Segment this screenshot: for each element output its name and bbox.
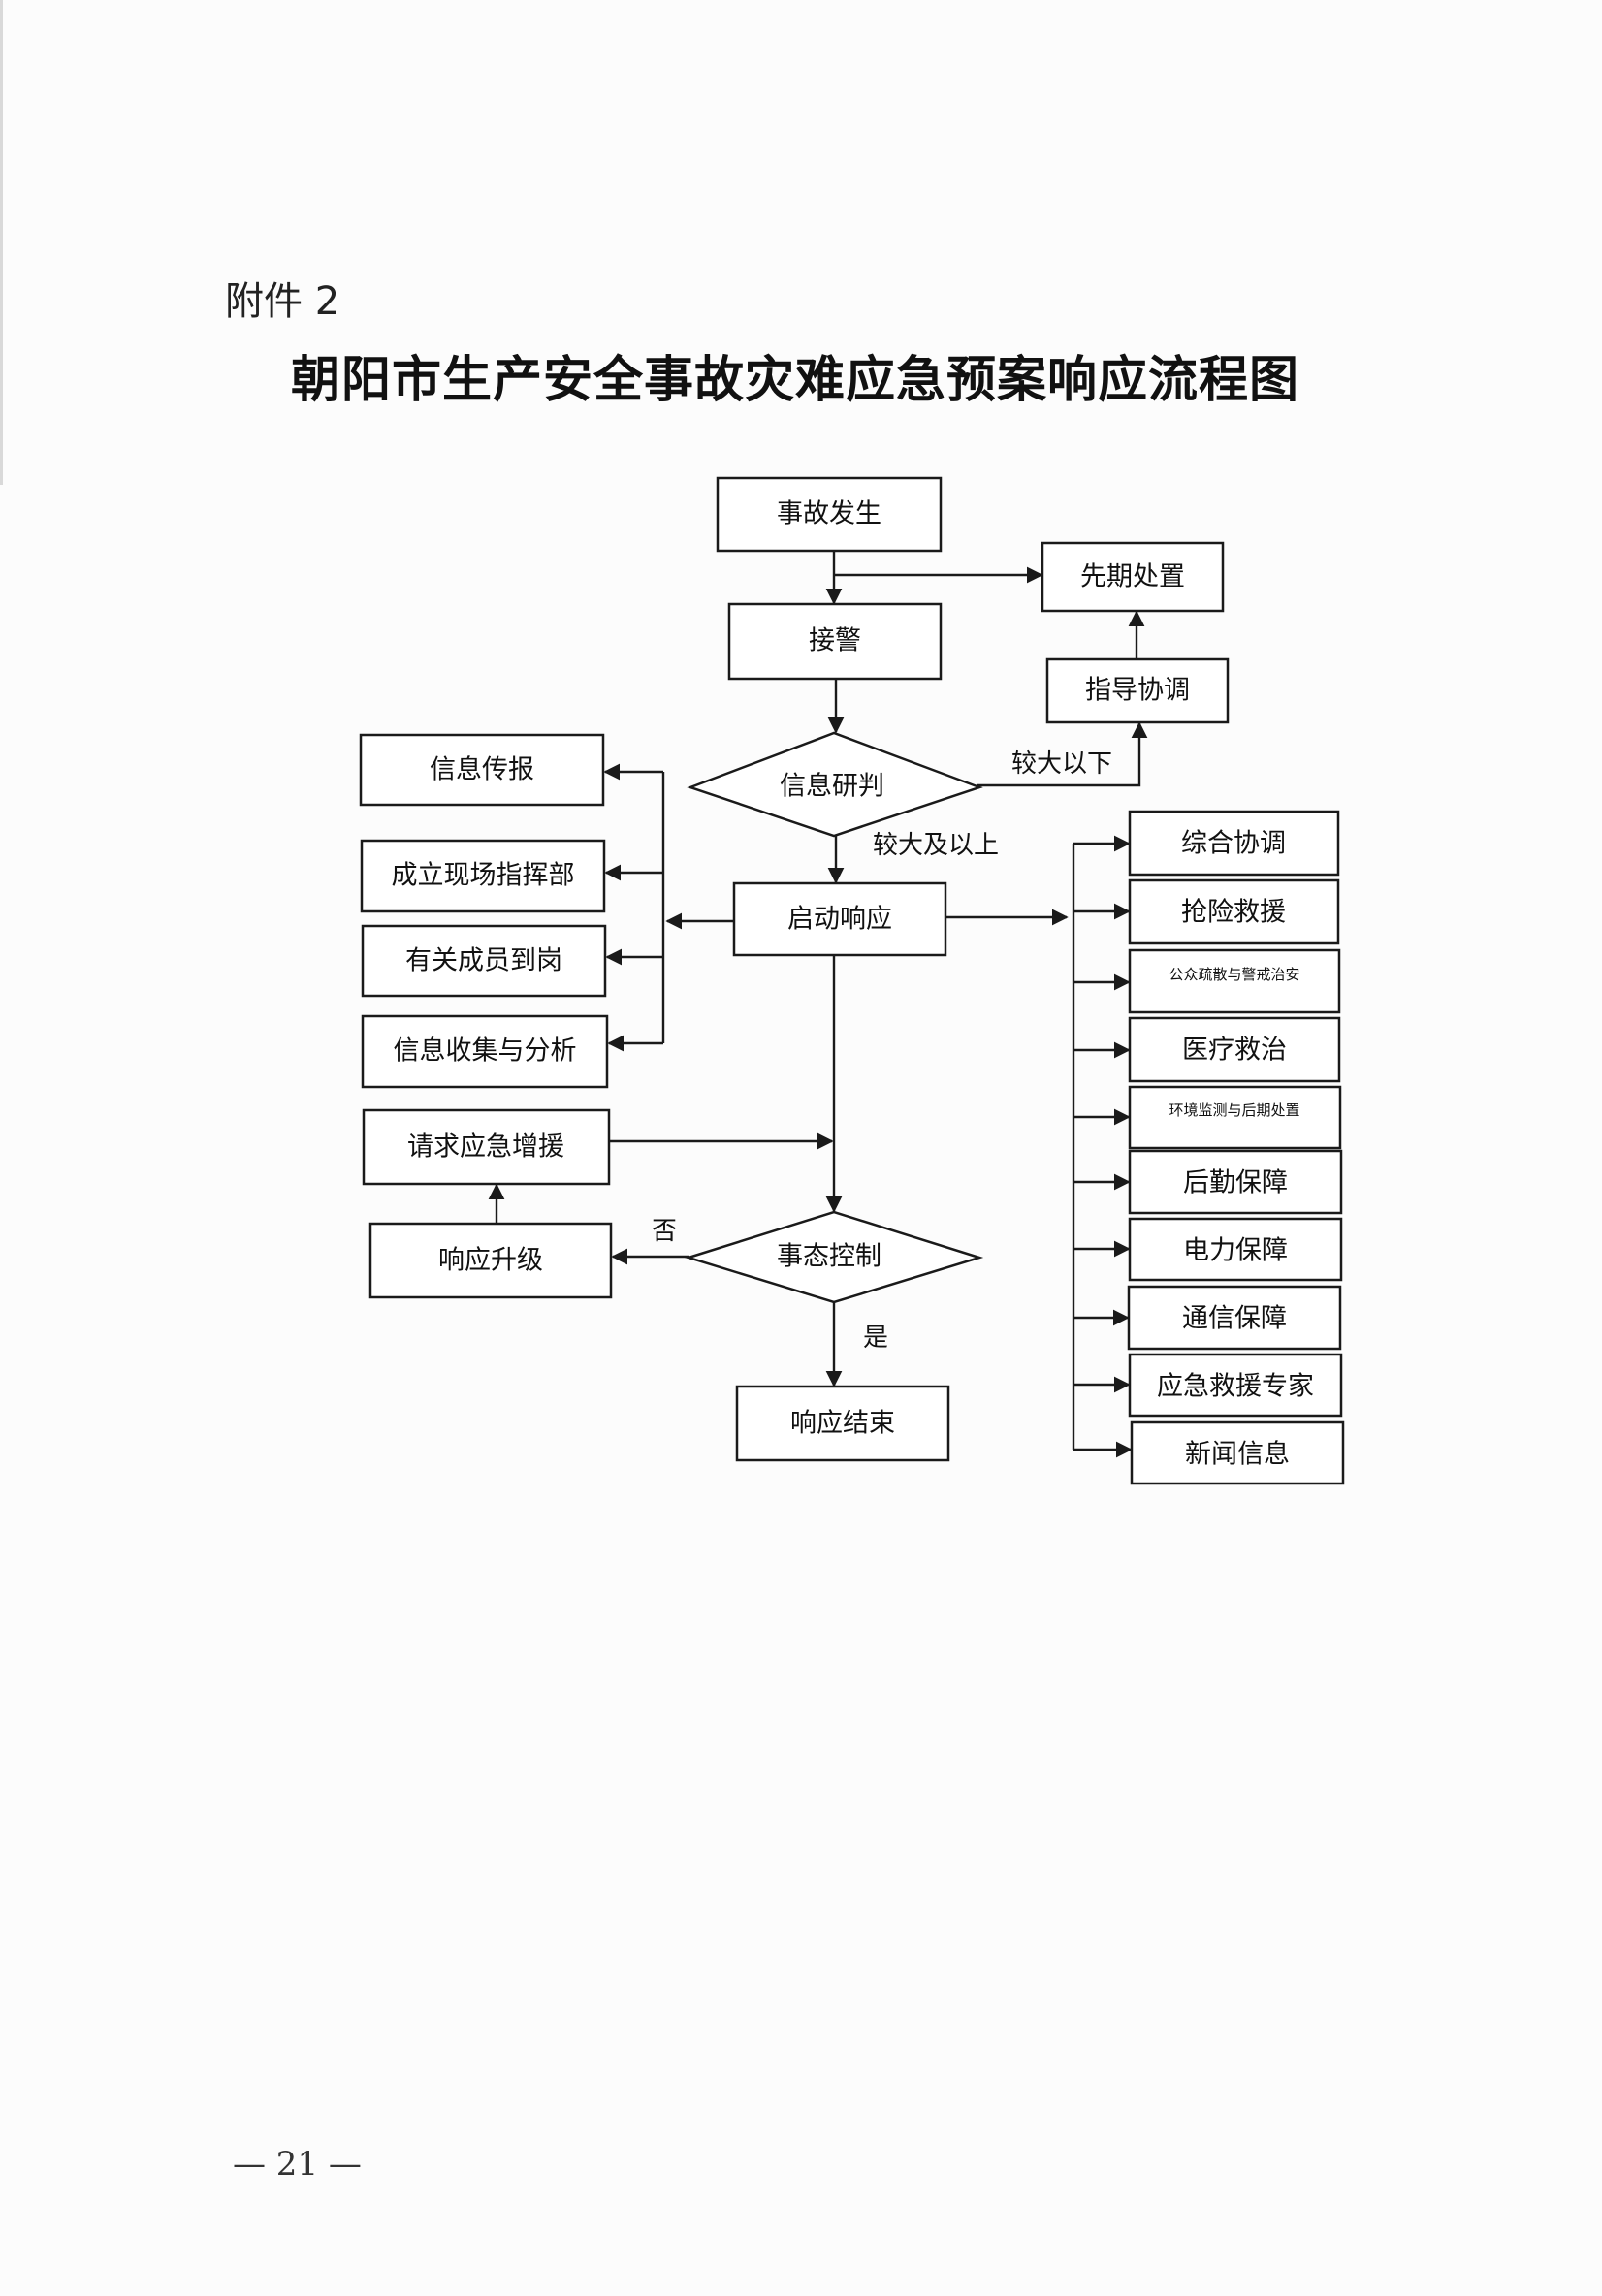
node-right-label: 环境监测与后期处置 xyxy=(1169,1101,1299,1119)
node-event-control: 事态控制 xyxy=(684,1210,984,1304)
node-right-medical-treatment: 医疗救治 xyxy=(1128,1016,1341,1083)
document-title: 朝阳市生产安全事故灾难应急预案响应流程图 xyxy=(291,351,1300,409)
node-right-label: 公众疏散与警戒治安 xyxy=(1169,966,1299,983)
node-members-on-duty-label: 有关成员到岗 xyxy=(405,946,562,976)
node-response-upgrade: 响应升级 xyxy=(368,1222,613,1299)
page-number: — 21 — xyxy=(233,2145,362,2184)
node-info-report-label: 信息传报 xyxy=(430,755,534,785)
node-right-label: 通信保障 xyxy=(1182,1304,1287,1334)
node-right-label: 后勤保障 xyxy=(1183,1168,1288,1198)
node-right-rescue: 抢险救援 xyxy=(1128,878,1340,945)
node-preliminary-handling-label: 先期处置 xyxy=(1080,562,1185,592)
node-right-label: 电力保障 xyxy=(1183,1236,1288,1266)
node-establish-hq-label: 成立现场指挥部 xyxy=(392,861,575,891)
node-launch-response: 启动响应 xyxy=(732,881,947,957)
node-info-assessment: 信息研判 xyxy=(687,731,983,838)
node-right-experts: 应急救援专家 xyxy=(1128,1353,1343,1418)
node-incident-label: 事故发生 xyxy=(777,499,881,529)
node-right-evacuation-security: 公众疏散与警戒治安 xyxy=(1128,948,1341,1014)
node-alarm-receipt-label: 接警 xyxy=(809,626,861,656)
node-response-upgrade-label: 响应升级 xyxy=(438,1246,543,1276)
edge-assessment-to-guidance xyxy=(977,721,1148,787)
node-establish-hq: 成立现场指挥部 xyxy=(360,839,606,913)
node-members-on-duty: 有关成员到岗 xyxy=(361,924,607,998)
edge-label-smaller: 较大以下 xyxy=(1011,749,1112,779)
scan-margin-mark xyxy=(0,0,3,485)
edge-label-larger: 较大及以上 xyxy=(873,831,999,860)
node-response-end: 响应结束 xyxy=(735,1385,950,1462)
node-request-reinforcement-label: 请求应急增援 xyxy=(407,1132,564,1163)
node-request-reinforcement: 请求应急增援 xyxy=(362,1108,611,1186)
node-guidance-coordination: 指导协调 xyxy=(1045,657,1230,724)
node-response-end-label: 响应结束 xyxy=(790,1409,895,1439)
node-right-environment-monitoring: 环境监测与后期处置 xyxy=(1128,1085,1342,1150)
node-info-collection-label: 信息收集与分析 xyxy=(394,1036,577,1067)
node-info-assessment-label: 信息研判 xyxy=(780,772,884,802)
node-preliminary-handling: 先期处置 xyxy=(1041,541,1225,613)
node-right-power: 电力保障 xyxy=(1128,1217,1343,1282)
node-info-report: 信息传报 xyxy=(359,733,605,807)
node-guidance-coordination-label: 指导协调 xyxy=(1085,676,1190,706)
node-incident: 事故发生 xyxy=(716,476,943,553)
node-right-news: 新闻信息 xyxy=(1130,1420,1345,1485)
node-right-label: 新闻信息 xyxy=(1185,1440,1290,1470)
node-right-comprehensive-coordination: 综合协调 xyxy=(1128,810,1340,877)
node-right-logistics: 后勤保障 xyxy=(1128,1149,1343,1215)
node-right-label: 抢险救援 xyxy=(1181,898,1286,928)
node-right-label: 应急救援专家 xyxy=(1157,1372,1314,1402)
node-right-communication: 通信保障 xyxy=(1127,1285,1342,1351)
edge-label-no: 否 xyxy=(652,1217,677,1246)
node-launch-response-label: 启动响应 xyxy=(787,905,892,935)
node-event-control-label: 事态控制 xyxy=(777,1242,881,1272)
attachment-label: 附件 2 xyxy=(225,279,340,324)
node-right-label: 综合协调 xyxy=(1181,829,1286,859)
node-right-label: 医疗救治 xyxy=(1182,1036,1287,1066)
node-info-collection: 信息收集与分析 xyxy=(361,1014,609,1089)
edge-label-yes: 是 xyxy=(863,1323,888,1353)
node-alarm-receipt: 接警 xyxy=(727,602,943,681)
